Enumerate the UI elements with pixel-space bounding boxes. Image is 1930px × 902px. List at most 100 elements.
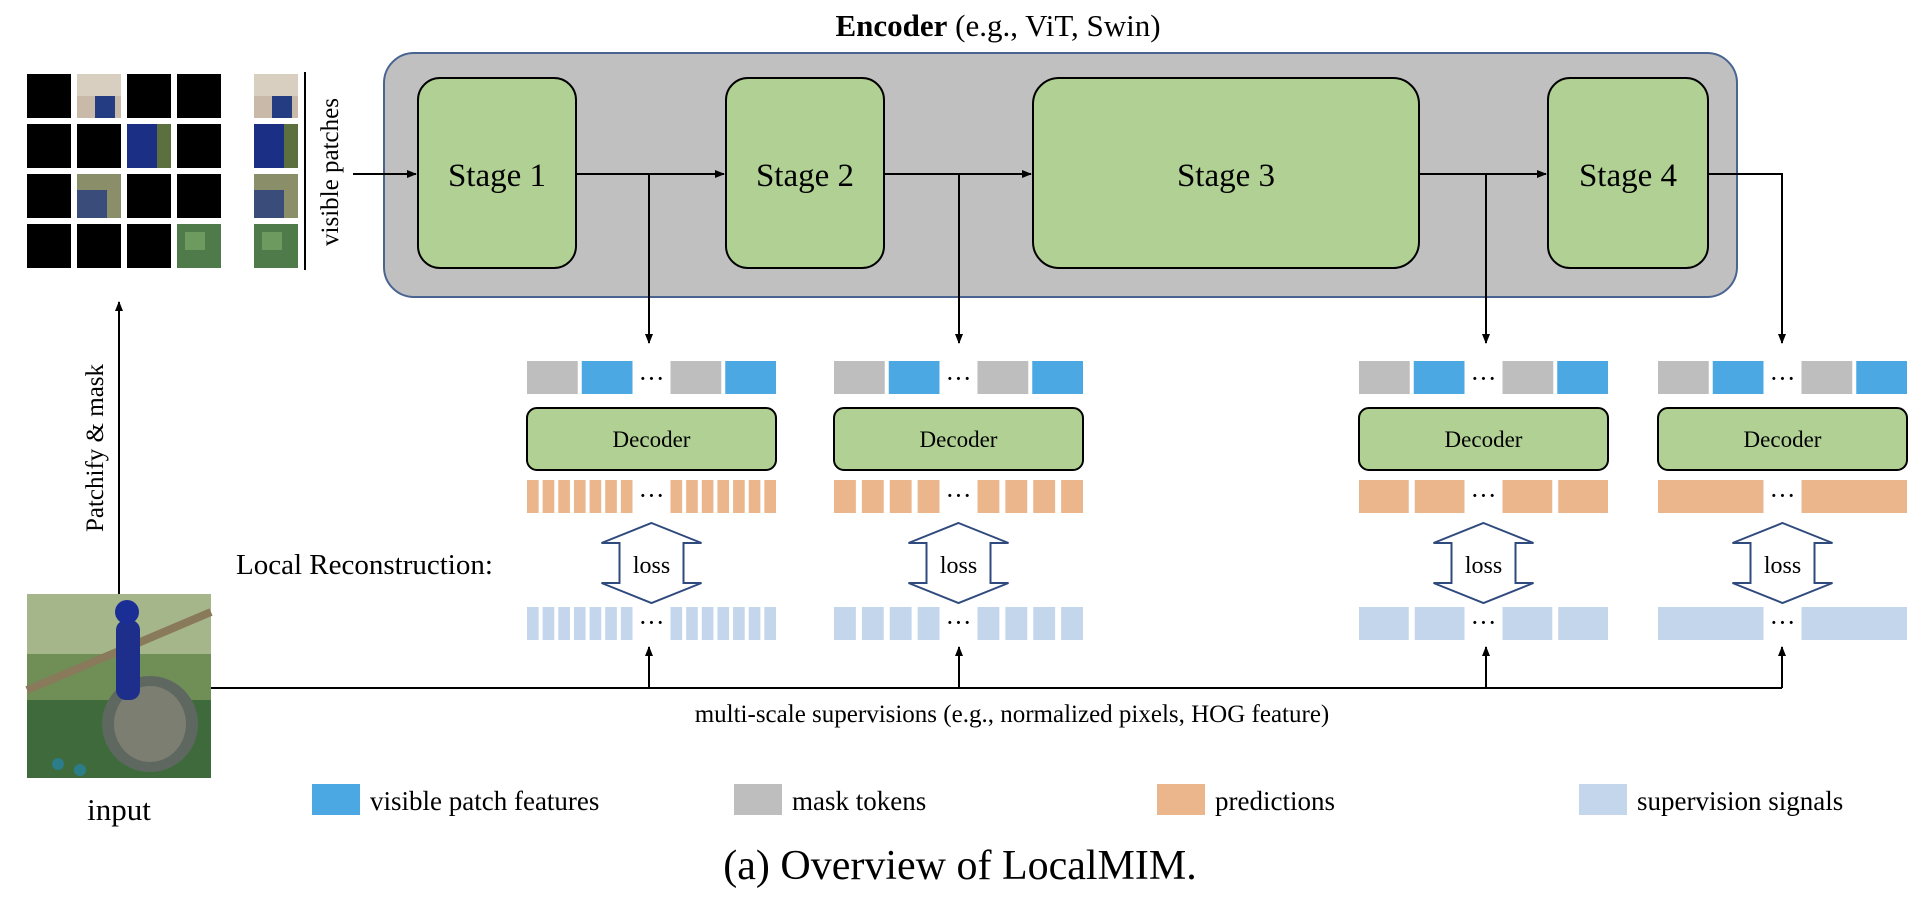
mask-patch	[27, 74, 71, 118]
prediction-bar-segment	[1558, 480, 1608, 513]
mask-patch	[127, 174, 171, 218]
masked-patch-grid	[27, 74, 221, 268]
decoder-column-2: ···Decoder······loss	[833, 361, 1084, 640]
supervision-bar-segment	[573, 607, 586, 640]
stage-1-label: Stage 1	[448, 158, 546, 194]
supervision-bar: ···	[1658, 607, 1907, 640]
supervision-bar-segment	[1558, 607, 1608, 640]
visible-patch	[254, 224, 298, 268]
encoder-title-main: Encoder	[835, 8, 947, 43]
prediction-bar-segment	[733, 480, 745, 513]
supervision-bar-segment	[1801, 607, 1907, 640]
legend-swatch	[1579, 784, 1627, 815]
visible-feature-token	[1712, 361, 1764, 394]
mask-patch	[127, 224, 171, 268]
supervision-bar-segment	[1658, 607, 1764, 640]
legend-swatch	[1157, 784, 1205, 815]
visible-patch	[127, 124, 171, 168]
patchify-mask-label: Patchify & mask	[82, 363, 109, 532]
supervision-bar-segment	[1414, 607, 1465, 640]
prediction-bar-segment	[558, 480, 570, 513]
mask-token	[977, 361, 1029, 394]
supervisions-label: multi-scale supervisions (e.g., normaliz…	[695, 701, 1330, 728]
supervision-bar-segment	[717, 607, 730, 640]
supervision-bar-segment	[917, 607, 940, 640]
decoder-column-1: ···Decoder······loss	[526, 361, 777, 640]
supervision-bar-segment	[542, 607, 555, 640]
supervision-bar-segment	[834, 607, 856, 640]
legend-swatch	[312, 784, 360, 815]
supervision-bar-segment	[605, 607, 617, 640]
supervision-bar: ···	[527, 607, 776, 640]
ellipsis: ···	[1471, 608, 1497, 637]
mask-patch	[177, 174, 221, 218]
token-row: ···	[1658, 361, 1907, 394]
legend-label: predictions	[1215, 786, 1335, 816]
decoder-box	[526, 407, 777, 471]
token-row: ···	[1359, 361, 1608, 394]
prediction-bar-segment	[917, 480, 940, 513]
legend-item-visible-patch-features: visible patch features	[312, 784, 599, 816]
ellipsis: ···	[946, 608, 972, 637]
stage-2: Stage 2	[725, 77, 885, 269]
supervision-bar-segment	[889, 607, 912, 640]
decoder-label: Decoder	[920, 427, 998, 452]
decoder-box	[1358, 407, 1609, 471]
mask-patch	[177, 124, 221, 168]
supervision-bar-segment	[1359, 607, 1409, 640]
supervision-bar-segment	[558, 607, 570, 640]
mask-token	[670, 361, 722, 394]
prediction-bar: ···	[527, 480, 776, 513]
stage-3-label: Stage 3	[1177, 158, 1275, 194]
visible-feature-token	[1856, 361, 1907, 394]
decoder-column-3: ···Decoder······loss	[1358, 361, 1609, 640]
prediction-bar-segment	[686, 480, 698, 513]
supervision-bar-segment	[1502, 607, 1553, 640]
stage-4-label: Stage 4	[1579, 158, 1677, 194]
prediction-bar-segment	[861, 480, 884, 513]
mask-patch	[27, 224, 71, 268]
supervision-bar: ···	[834, 607, 1083, 640]
mask-patch	[177, 74, 221, 118]
prediction-bar-segment	[1801, 480, 1907, 513]
mask-patch	[127, 74, 171, 118]
prediction-bar-segment	[620, 480, 633, 513]
visible-patch	[77, 174, 121, 218]
supervision-bar-segment	[764, 607, 776, 640]
prediction-bar-segment	[977, 480, 1000, 513]
decoder-label: Decoder	[1744, 427, 1822, 452]
visible-feature-token	[581, 361, 633, 394]
decoder-box	[833, 407, 1084, 471]
prediction-bar: ···	[834, 480, 1083, 513]
ellipsis: ···	[1471, 481, 1497, 510]
supervision-bar-segment	[620, 607, 633, 640]
loss-arrow	[1732, 521, 1833, 605]
prediction-bar-segment	[573, 480, 586, 513]
visible-patches-label: visible patches	[317, 98, 344, 246]
prediction-bar-segment	[1061, 480, 1083, 513]
legend-swatch	[734, 784, 782, 815]
ellipsis: ···	[1471, 364, 1497, 393]
stage-1: Stage 1	[417, 77, 577, 269]
prediction-bar-segment	[701, 480, 714, 513]
supervision-bar-segment	[977, 607, 1000, 640]
decoder-label: Decoder	[613, 427, 691, 452]
visible-feature-token	[1032, 361, 1083, 394]
mask-patch	[27, 124, 71, 168]
prediction-bar-segment	[889, 480, 912, 513]
legend-item-predictions: predictions	[1157, 784, 1335, 816]
visible-feature-token	[725, 361, 776, 394]
legend-item-supervision-signals: supervision signals	[1579, 784, 1843, 816]
visible-patch	[77, 74, 121, 118]
loss-arrow	[1433, 521, 1534, 605]
supervision-bar-segment	[748, 607, 761, 640]
supervision-bar-segment	[527, 607, 539, 640]
mask-token	[1658, 361, 1709, 394]
encoder-title: Encoder (e.g., ViT, Swin)	[835, 8, 1160, 43]
prediction-bar-segment	[764, 480, 776, 513]
ellipsis: ···	[1770, 364, 1796, 393]
legend-label: mask tokens	[792, 786, 926, 816]
visible-patch	[254, 174, 298, 218]
mask-token	[1359, 361, 1410, 394]
